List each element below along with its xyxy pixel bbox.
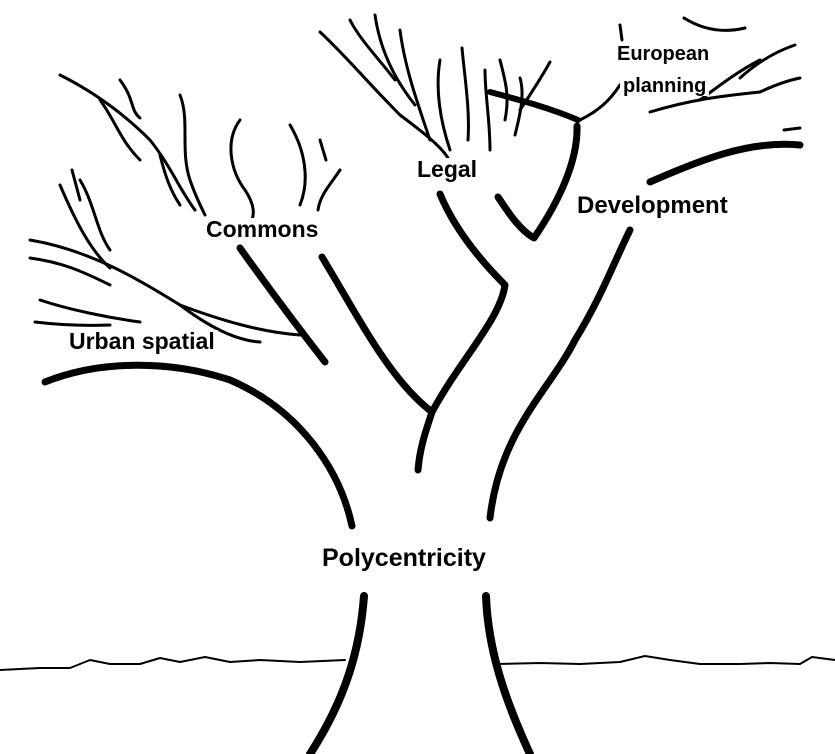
trunk-left-line (310, 596, 364, 754)
ground-line (0, 656, 835, 670)
legal-twigs (320, 15, 550, 158)
branch-label-development: Development (574, 194, 731, 218)
branch-label-legal: Legal (414, 158, 480, 181)
trunk-right-line (486, 596, 530, 754)
limb-upper-right-line (650, 144, 800, 182)
limb-urban-spatial-line (45, 365, 352, 526)
european-planning-twigs (490, 18, 800, 120)
limb-center-line (418, 194, 505, 470)
root-label-polycentricity: Polycentricity (322, 546, 486, 571)
limb-commons-right-line (322, 257, 432, 412)
branch-label-commons: Commons (203, 218, 321, 241)
commons-twigs (160, 95, 340, 225)
urban-spatial-twigs (30, 75, 300, 342)
branch-label-european-planning-line2: planning (620, 76, 709, 96)
limb-development-line (490, 230, 630, 518)
limb-legal-right-line (498, 126, 577, 238)
branch-label-european-planning-line1: European (614, 44, 712, 64)
limb-upper-right-tip-line (784, 128, 800, 130)
branch-label-urban-spatial: Urban spatial (66, 330, 218, 353)
limb-commons-left-line (240, 248, 325, 362)
